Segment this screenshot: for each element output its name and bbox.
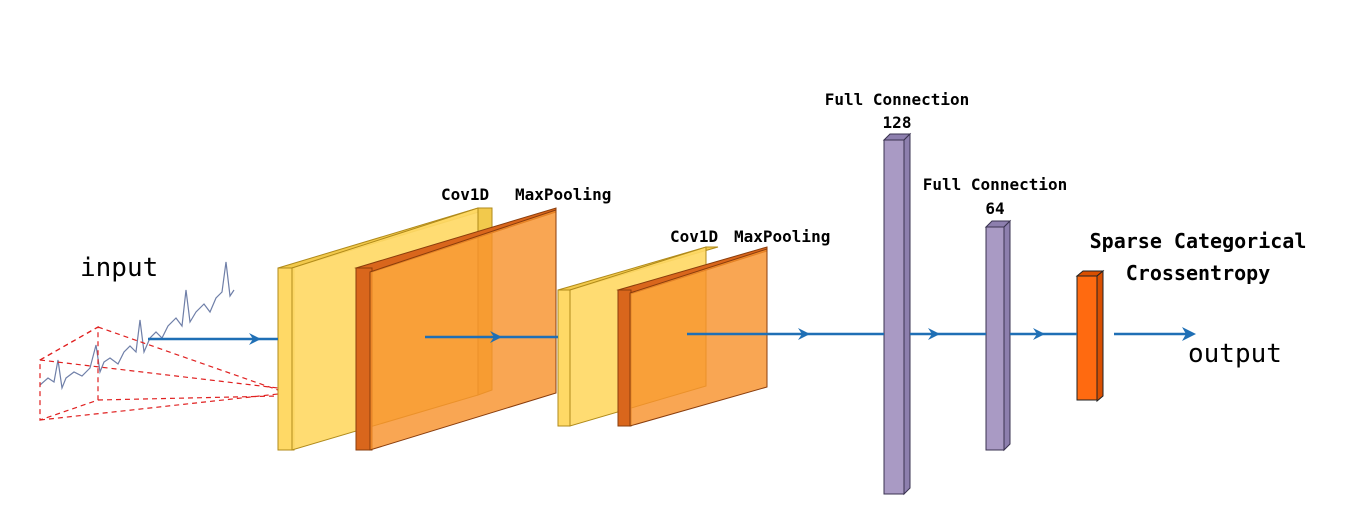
dense2-units: 64 — [985, 199, 1004, 218]
dense1-block: Full Connection 128 — [825, 90, 970, 496]
pool2-face — [629, 248, 768, 427]
dense1-right-side — [903, 132, 911, 496]
arrowhead-output — [1182, 327, 1196, 341]
conv1-label: Cov1D — [441, 185, 489, 204]
softmax-right-side — [1096, 269, 1104, 403]
pool2-block: MaxPooling — [616, 227, 830, 427]
softmax-block: Sparse Categorical Crossentropy — [1075, 229, 1307, 403]
pool1-face — [369, 209, 557, 451]
softmax-face — [1076, 275, 1098, 401]
frustum-ray-4 — [39, 393, 279, 421]
output-label: output — [1188, 339, 1282, 369]
arrowhead-dense1 — [928, 328, 940, 340]
arrowhead-conv1 — [490, 331, 502, 343]
pool2-label: MaxPooling — [734, 227, 830, 246]
dense1-title: Full Connection — [825, 90, 970, 109]
pool2-front-face — [617, 289, 632, 427]
arrowhead-input — [249, 333, 261, 345]
dense1-face — [883, 139, 905, 495]
pool1-label: MaxPooling — [515, 185, 611, 204]
frustum-ray-2 — [97, 395, 279, 401]
frustum-ray-3 — [39, 359, 279, 389]
input-label: input — [80, 253, 158, 283]
frustum-ray-5 — [39, 326, 99, 361]
input-frustum — [39, 325, 99, 421]
loss-label-line2: Crossentropy — [1126, 261, 1271, 285]
dense2-block: Full Connection 64 — [923, 175, 1068, 452]
input-signal: input — [39, 253, 279, 421]
flow-arrows — [148, 327, 1196, 345]
conv2-front-face — [557, 289, 571, 427]
ecg-waveform — [39, 261, 235, 391]
dense2-face — [985, 226, 1005, 451]
dense1-units: 128 — [883, 113, 912, 132]
arrowhead-dense2 — [1033, 328, 1045, 340]
dense2-title: Full Connection — [923, 175, 1068, 194]
arrowhead-conv2 — [798, 328, 810, 340]
dense2-right-side — [1003, 219, 1011, 452]
conv2-label: Cov1D — [670, 227, 718, 246]
frustum-ray-1 — [97, 326, 279, 391]
loss-label-line1: Sparse Categorical — [1090, 229, 1307, 253]
pool1-block: MaxPooling — [354, 185, 611, 451]
